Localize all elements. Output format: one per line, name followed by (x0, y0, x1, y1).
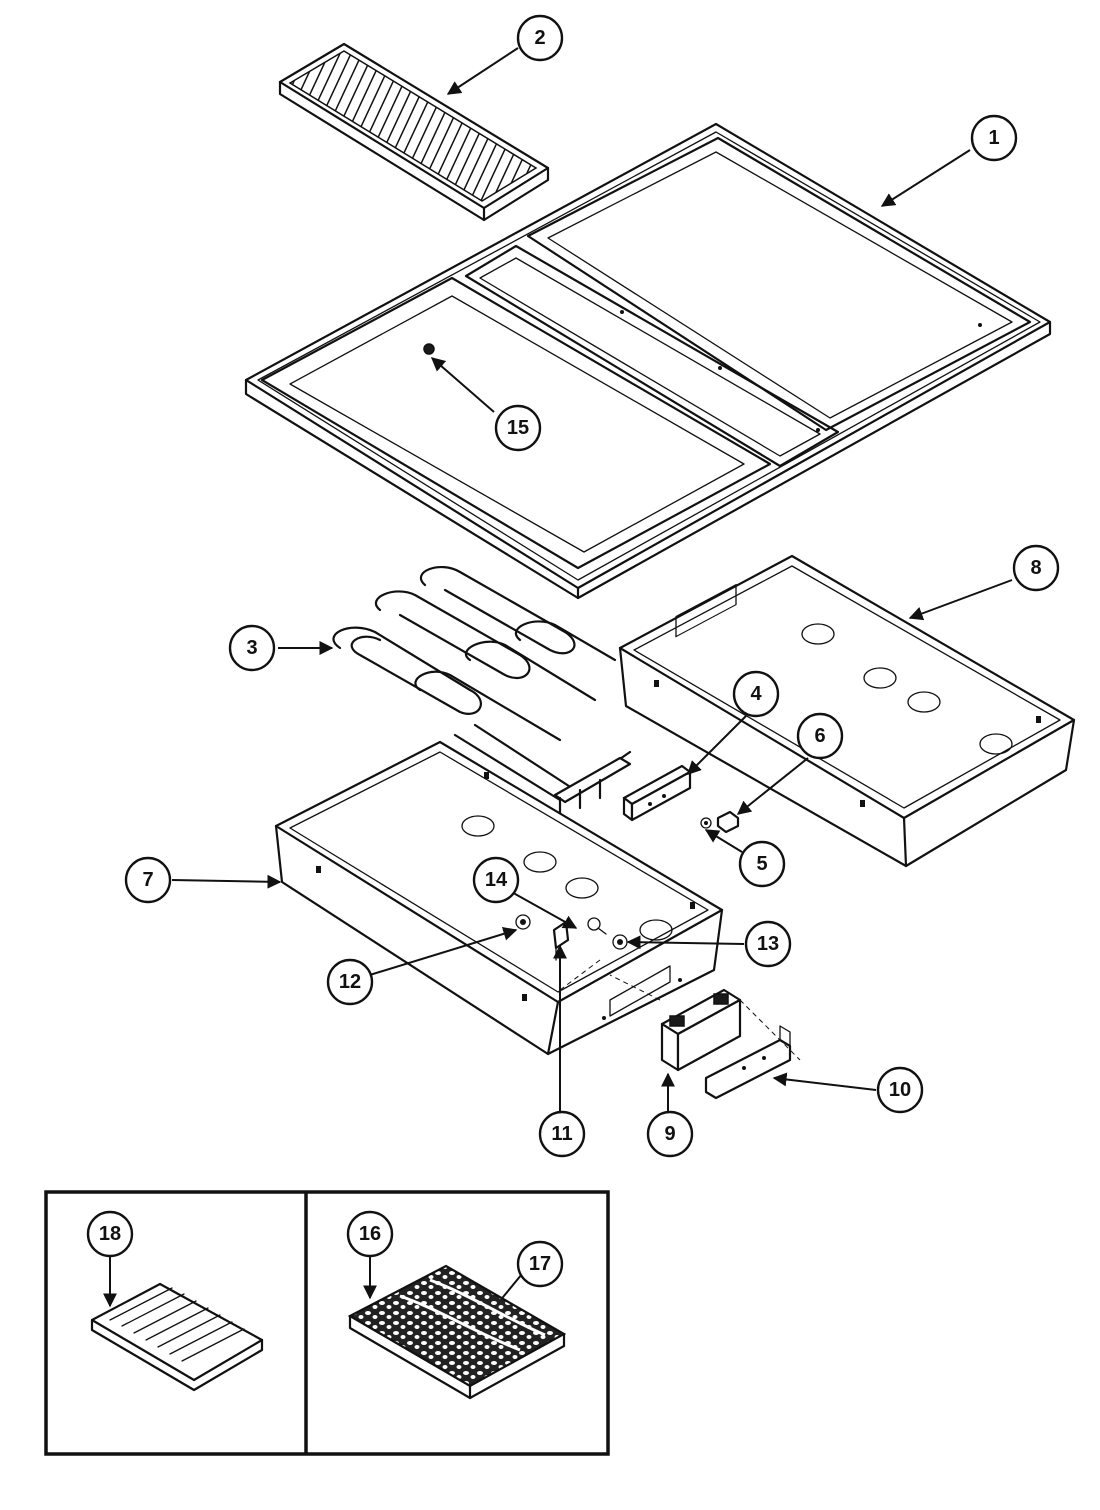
callout-7-text: 7 (142, 869, 153, 891)
callout-12: 12 (326, 958, 374, 1006)
callout-1-text: 1 (988, 127, 999, 149)
burner-grid-part (399, 1278, 546, 1352)
callout-5-text: 5 (756, 853, 767, 875)
callout-labels: 2 1 15 3 8 4 6 5 (86, 14, 1060, 1288)
terminal-block-part (622, 764, 692, 822)
callout-17-text: 17 (529, 1253, 551, 1275)
screw-part (587, 917, 607, 935)
callout-6: 6 (796, 712, 844, 760)
callout-14: 14 (472, 856, 520, 904)
nut-part (515, 914, 531, 930)
small-clip-part (716, 810, 740, 834)
leader-lines (103, 47, 1013, 1310)
small-screw-part (700, 817, 712, 829)
callout-14-text: 14 (485, 869, 508, 891)
callout-2-text: 2 (534, 27, 545, 49)
lava-rock-part (347, 1264, 567, 1400)
accessory-inset (44, 1190, 610, 1456)
callout-18-text: 18 (99, 1223, 121, 1245)
grill-grate-part (90, 1282, 264, 1392)
callout-7: 7 (124, 856, 172, 904)
callout-4: 4 (732, 670, 780, 718)
callout-17: 17 (516, 1240, 564, 1288)
callout-11: 11 (538, 1110, 586, 1158)
callout-8: 8 (1012, 544, 1060, 592)
callout-4-text: 4 (750, 683, 762, 705)
alignment-lines (559, 959, 801, 1061)
callout-9-text: 9 (664, 1123, 675, 1145)
grille-cover-part (278, 42, 550, 222)
callout-5: 5 (738, 840, 786, 888)
callout-13: 13 (744, 920, 792, 968)
callout-1: 1 (970, 114, 1018, 162)
receptacle-part (660, 988, 742, 1072)
callout-15: 15 (494, 404, 542, 452)
callout-2: 2 (516, 14, 564, 62)
callout-15-text: 15 (507, 417, 529, 439)
callout-8-text: 8 (1030, 557, 1041, 579)
right-drip-pan-part (618, 554, 1076, 868)
callout-16: 16 (346, 1210, 394, 1258)
callout-13-text: 13 (757, 933, 779, 955)
callout-3-text: 3 (246, 637, 257, 659)
callout-16-text: 16 (359, 1223, 381, 1245)
callout-10-text: 10 (889, 1079, 911, 1101)
callout-10: 10 (876, 1066, 924, 1114)
callout-6-text: 6 (814, 725, 825, 747)
callout-11-text: 11 (551, 1123, 572, 1145)
callout-12-text: 12 (339, 971, 361, 993)
cooktop-frame-part (244, 122, 1052, 600)
heating-element-part (332, 566, 632, 817)
callout-3: 3 (228, 624, 276, 672)
callout-9: 9 (646, 1110, 694, 1158)
callout-18: 18 (86, 1210, 134, 1258)
